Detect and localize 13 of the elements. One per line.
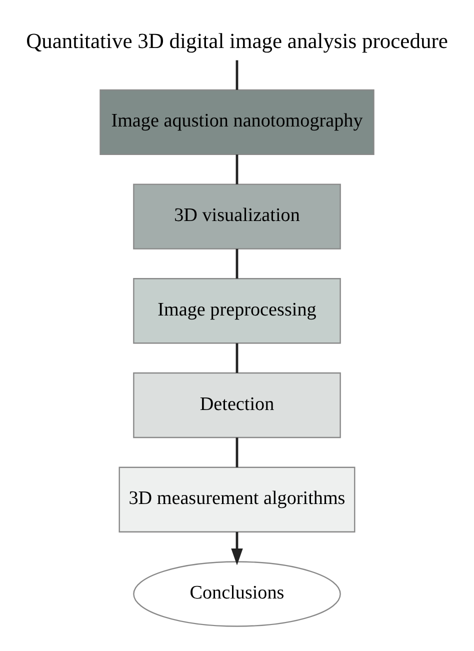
- node-box: Image preprocessing: [133, 278, 341, 344]
- diagram-title: Quantitative 3D digital image analysis procedure: [26, 28, 448, 52]
- node-box: 3D visualization: [133, 183, 341, 249]
- node-box: Detection: [133, 372, 341, 438]
- connector: [236, 60, 238, 90]
- node-ellipse: Conclusions: [133, 560, 341, 626]
- arrow: [231, 531, 243, 565]
- node-box: 3D measurement algorithms: [118, 466, 356, 532]
- node-box: Image aqustion nanotomography: [100, 88, 374, 155]
- connector: [236, 437, 238, 467]
- connector: [236, 248, 238, 278]
- connector: [236, 154, 238, 184]
- connector: [236, 342, 238, 372]
